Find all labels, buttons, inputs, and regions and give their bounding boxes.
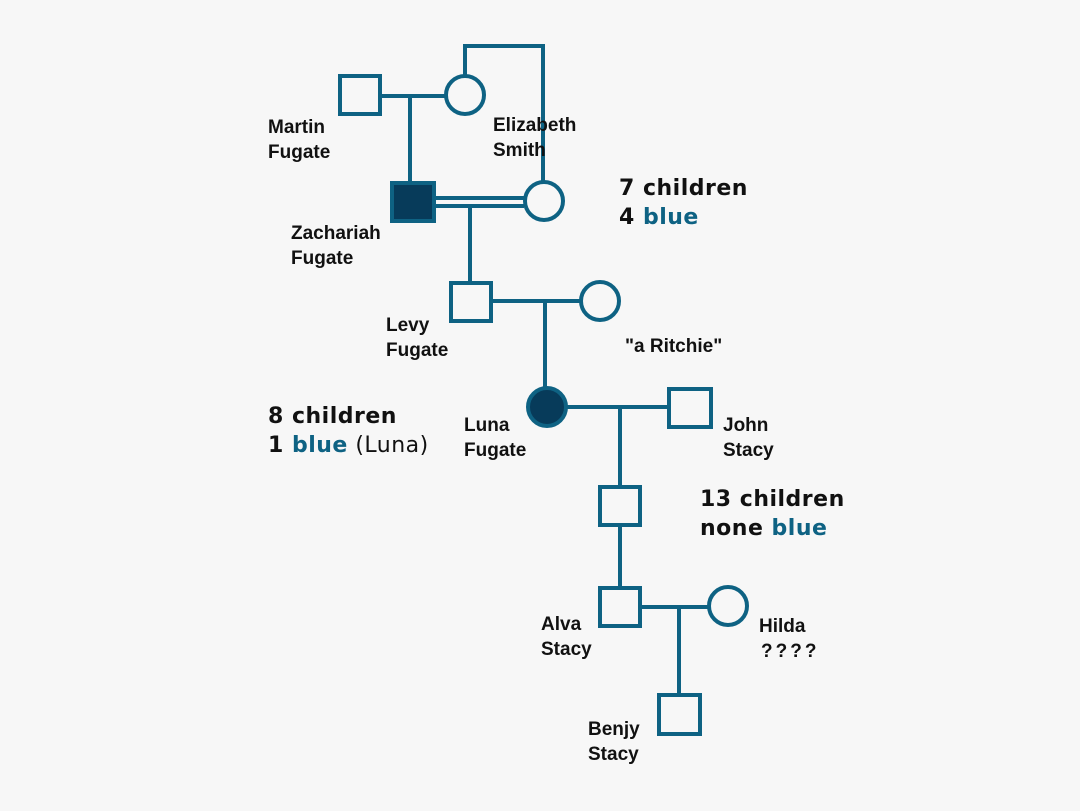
luna-fugate-label: Luna Fugate: [464, 413, 526, 463]
martin-fugate-symbol: [338, 74, 382, 116]
stacy-child-symbol: [598, 485, 642, 527]
a-ritchie-label: "a Ritchie": [625, 334, 722, 359]
elizabeth-smith-symbol: [444, 74, 486, 116]
blue-count-value: 1: [268, 433, 292, 458]
zachariah-wife-symbol: [523, 180, 565, 222]
zachariah-fugate-symbol: [390, 181, 436, 223]
last-name: Fugate: [291, 248, 354, 269]
name: "a Ritchie": [625, 336, 723, 357]
last-name: Smith: [493, 140, 546, 161]
last-name: Stacy: [541, 639, 592, 660]
last-name: Stacy: [723, 440, 774, 461]
first-name: Martin: [268, 117, 325, 138]
levy-fugate-symbol: [449, 281, 493, 323]
blue-count: none blue: [700, 514, 845, 543]
first-name: John: [723, 415, 769, 436]
note-gen4: 13 children none blue: [700, 485, 845, 543]
blue-count: 4 blue: [619, 203, 748, 232]
first-name: Hilda: [759, 616, 806, 637]
blue-count-value: 4: [619, 205, 643, 230]
elizabeth-smith-label: Elizabeth Smith: [493, 113, 576, 163]
children-count: 13 children: [700, 487, 845, 512]
last-name: Stacy: [588, 744, 639, 765]
john-stacy-label: John Stacy: [723, 413, 774, 463]
blue-word: blue: [291, 433, 348, 458]
hilda-symbol: [707, 585, 749, 627]
levy-fugate-label: Levy Fugate: [386, 313, 448, 363]
last-name: Fugate: [464, 440, 527, 461]
luna-fugate-symbol: [526, 386, 568, 428]
relation-line-elizabeth-wife: [463, 44, 545, 182]
children-count: 7 children: [619, 176, 748, 201]
last-name: ????: [761, 641, 820, 662]
first-name: Luna: [464, 415, 510, 436]
martin-fugate-label: Martin Fugate: [268, 115, 330, 165]
alva-stacy-label: Alva Stacy: [541, 612, 592, 662]
first-name: Benjy: [588, 719, 640, 740]
blue-word: blue: [642, 205, 699, 230]
john-stacy-symbol: [667, 387, 713, 429]
note-gen3: 8 children 1 blue (Luna): [268, 402, 429, 460]
hilda-label: Hilda ????: [759, 614, 819, 664]
blue-count: 1 blue (Luna): [268, 431, 429, 460]
last-name: Fugate: [386, 340, 449, 361]
a-ritchie-symbol: [579, 280, 621, 322]
alva-stacy-symbol: [598, 586, 642, 628]
blue-note-suffix: (Luna): [347, 433, 429, 458]
first-name: Alva: [541, 614, 582, 635]
first-name: Elizabeth: [493, 115, 577, 136]
first-name: Levy: [386, 315, 430, 336]
benjy-stacy-label: Benjy Stacy: [588, 717, 640, 767]
benjy-stacy-symbol: [657, 693, 702, 736]
last-name: Fugate: [268, 142, 331, 163]
note-gen2: 7 children 4 blue: [619, 174, 748, 232]
first-name: Zachariah: [291, 223, 381, 244]
blue-word: blue: [771, 516, 828, 541]
blue-count-value: none: [700, 516, 772, 541]
children-count: 8 children: [268, 404, 397, 429]
zachariah-fugate-label: Zachariah Fugate: [291, 221, 381, 271]
